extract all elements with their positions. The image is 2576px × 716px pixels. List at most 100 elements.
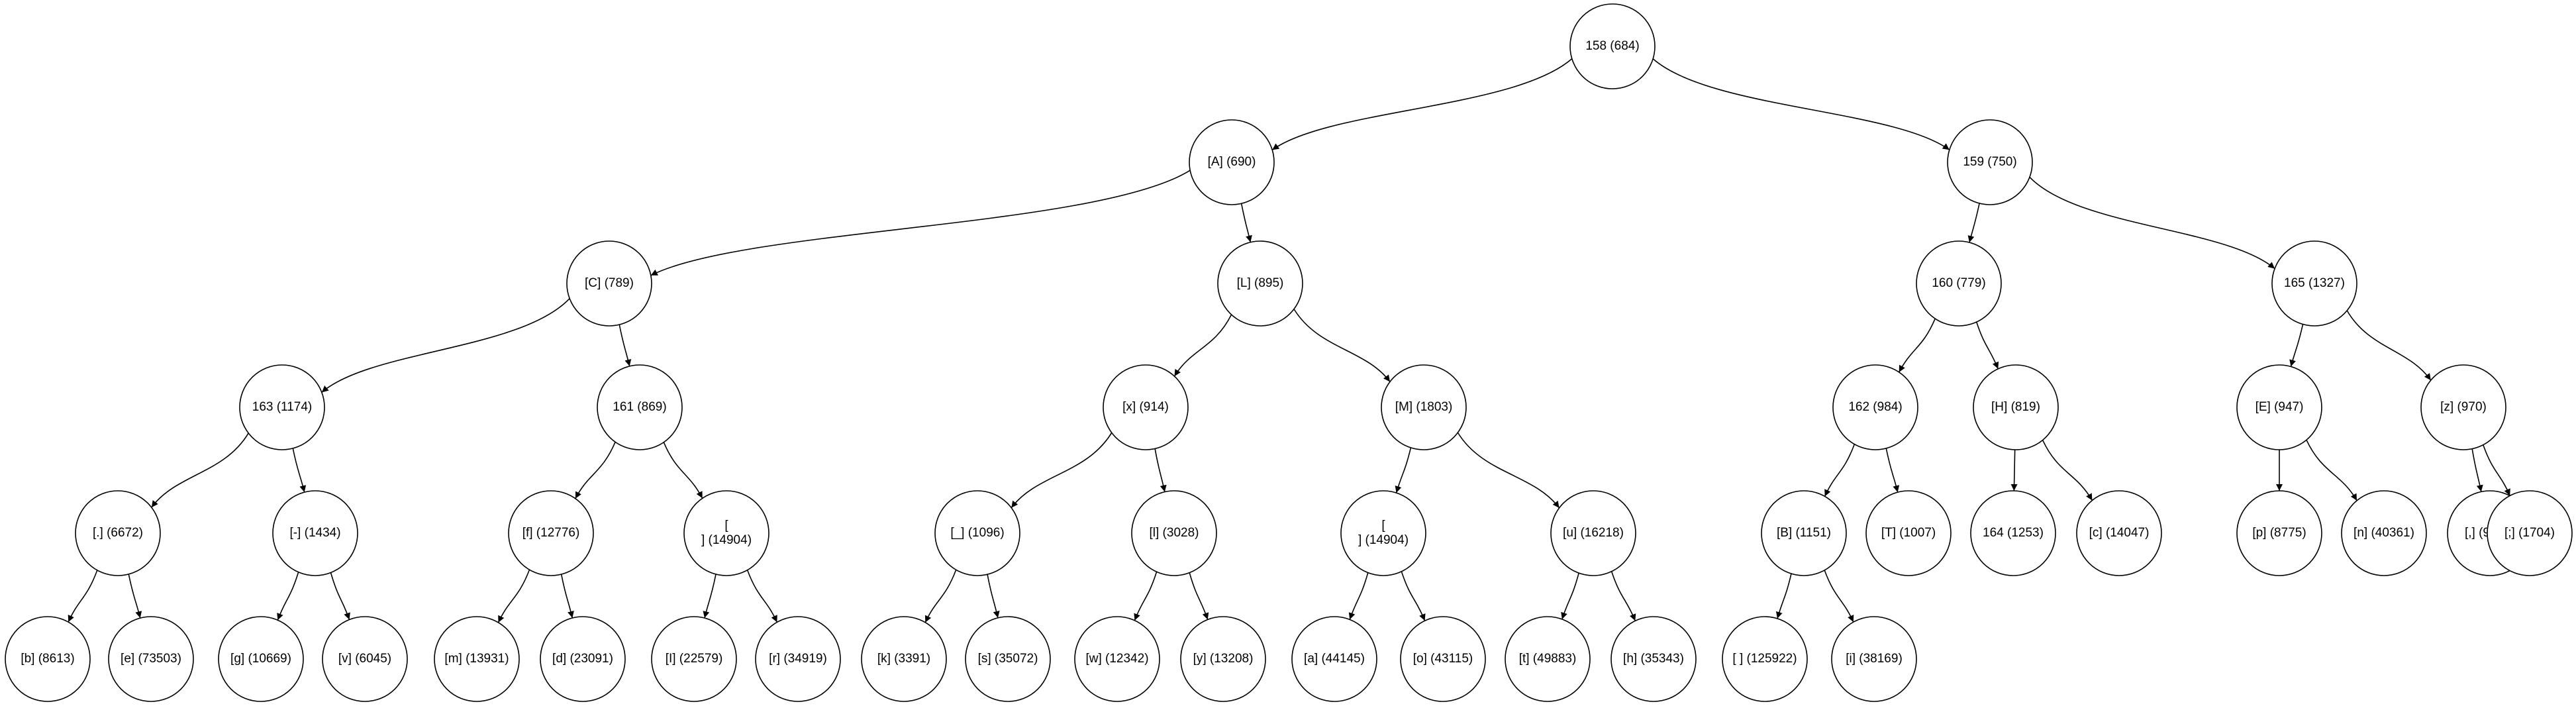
edge-nB-to-nspace [1775,573,1792,619]
node-circle [1970,490,2056,576]
node-label: 163 (1174) [252,400,313,414]
node-circle [1947,119,2033,205]
node-circle [1973,364,2059,450]
edge-ndot-to-ne [128,574,142,619]
node-label: [v] (6045) [338,652,391,666]
node-label: [.] (6672) [93,526,143,540]
node-label: [w] (12342) [1085,652,1148,666]
tree-node-na: [a] (44145) [1291,616,1377,702]
edge-ndash-to-nv [330,572,350,620]
node-label: 165 (1327) [2284,276,2345,290]
tree-node-nw: [w] (12342) [1074,616,1160,702]
tree-node-nI: [I] (22579) [651,616,737,702]
tree-node-nz: [z] (970) [2420,364,2506,450]
edge-nnl1-to-nI [703,574,717,619]
node-circle [239,364,325,450]
node-label: [_] (1096) [950,526,1004,540]
edge-nA-to-nC [650,170,1191,276]
edge-nf-to-nd [560,574,574,619]
node-circle [934,490,1020,576]
node-circle [965,616,1051,702]
node-label: [g] (10669) [230,652,291,666]
edge-n160-to-nH [1975,321,1999,370]
tree-node-nm: [m] (13931) [434,616,520,702]
node-label: [] (14904) [1358,519,1409,547]
edge-nnl1-to-nr [746,570,778,623]
node-label: 164 (1253) [1983,526,2044,540]
edge-nx-to-nus [1011,432,1113,509]
edge-nus-to-nk [924,569,957,623]
node-label: 160 (779) [1932,276,1985,290]
node-circle [540,616,626,702]
tree-node-nk: [k] (3391) [861,616,947,702]
node-circle [1103,364,1189,450]
edge-nnl2-to-na [1348,572,1369,620]
edge-nH-to-nc [2042,440,2093,501]
node-label: [o] (43115) [1413,652,1473,666]
node-circle [2236,364,2322,450]
node-circle [1381,364,1467,450]
tree-node-nc: [c] (14047) [2076,490,2162,576]
edge-nl-to-nw [1134,572,1158,621]
edge-nB-to-ni [1824,570,1854,623]
node-circle [755,616,841,702]
node-label: [c] (14047) [2089,526,2150,540]
tree-node-nM: [M] (1803) [1381,364,1467,450]
tree-node-nf: [f] (12776) [508,490,594,576]
tree-node-nB: [B] (1151) [1761,490,1847,576]
tree-node-ndash: [-] (1434) [272,490,358,576]
node-circle [1340,490,1426,576]
edge-n158-to-n159 [1652,58,1950,150]
node-label: [I] (22579) [666,652,723,666]
tree-node-nv: [v] (6045) [322,616,408,702]
node-label: [p] (8775) [2252,526,2306,540]
tree-node-ng: [g] (10669) [218,616,304,702]
node-circle [2236,490,2322,576]
node-circle [2076,490,2162,576]
tree-node-nn: [n] (40361) [2341,490,2427,576]
node-circle [683,490,769,576]
edge-nu-to-nt [1561,572,1579,620]
edges-layer [68,58,2510,623]
node-label: [] (14904) [701,519,752,547]
node-label: 158 (684) [1585,39,1639,53]
node-circle [1217,240,1303,327]
nodes-layer: 158 (684) [A] (690) 159 (750) [C] (789) [L] … [5,3,2573,702]
node-circle [2271,240,2357,327]
node-label: [k] (3391) [877,652,930,666]
edge-nC-to-n161 [619,324,632,367]
node-circle [1189,119,1275,205]
edge-nu-to-nh [1610,571,1636,621]
node-label: [A] (690) [1208,155,1256,169]
edge-n158-to-nA [1271,58,1573,151]
node-circle [1569,3,1656,89]
tree-node-nA: [A] (690) [1189,119,1275,205]
tree-node-nH: [H] (819) [1973,364,2059,450]
node-circle [75,490,161,576]
node-label: 159 (750) [1963,155,2016,169]
edge-nf-to-nm [497,569,530,623]
node-circle [861,616,947,702]
edge-nA-to-nL [1240,203,1252,242]
node-label: [b] (8613) [21,652,74,666]
tree-node-nC: [C] (789) [566,240,652,327]
tree-node-nL: [L] (895) [1217,240,1303,327]
node-label: [x] (914) [1122,400,1169,414]
node-circle [1610,616,1697,702]
tree-node-nT: [T] (1007) [1865,490,1952,576]
node-label: 162 (984) [1848,400,1902,414]
tree-node-ne: [e] (73503) [108,616,194,702]
node-label: [e] (73503) [121,652,181,666]
tree-node-nu: [u] (16218) [1550,490,1636,576]
edge-nM-to-nu [1457,432,1560,509]
edge-ndot-to-nb [68,570,98,623]
edge-nz-to-ncolon [2483,444,2510,496]
node-label: [M] (1803) [1395,400,1453,414]
edge-n159-to-n165 [2029,176,2275,270]
edge-n162-to-nT [1885,448,1900,493]
node-circle [651,616,737,702]
node-label: [u] (16218) [1563,526,1624,540]
edge-n163-to-ndot [151,433,249,508]
node-label: [B] (1151) [1777,526,1831,540]
node-circle [597,364,683,450]
